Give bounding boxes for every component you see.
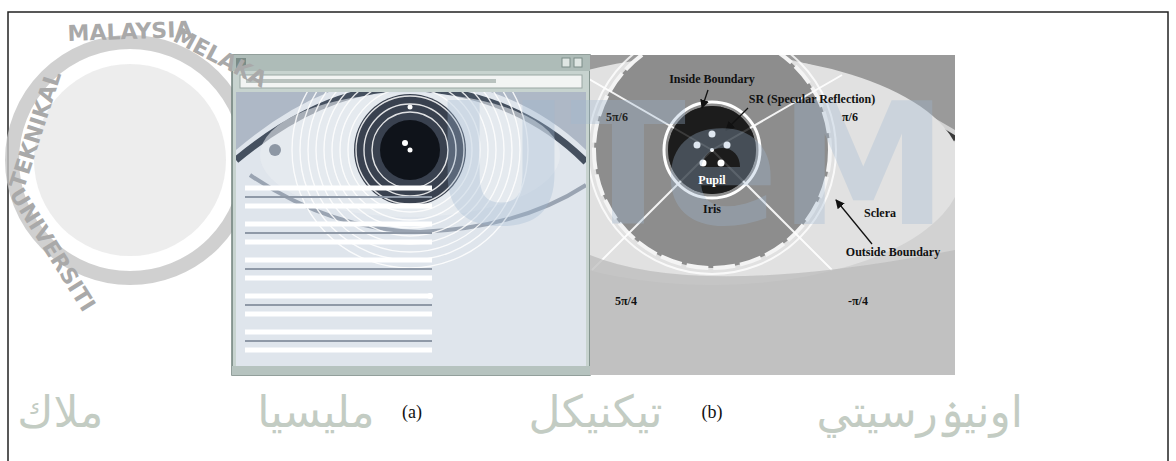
part-label: Iris	[703, 203, 721, 216]
part-label: Inside Boundary	[669, 73, 755, 86]
part-label: Outside Boundary	[846, 246, 940, 259]
part-label: Pupil	[698, 174, 725, 187]
angle-label: 5π/6	[606, 111, 628, 124]
angle-label: 5π/4	[615, 295, 637, 308]
part-label: Sclera	[864, 207, 896, 220]
angle-label: π/6	[842, 111, 858, 124]
part-label: SR (Specular Reflection)	[749, 93, 875, 106]
angle-label: -π/4	[848, 295, 868, 308]
watermark-text: اونيۏرسيتي تيکنيکل مليسيا ملاك	[17, 388, 1023, 436]
